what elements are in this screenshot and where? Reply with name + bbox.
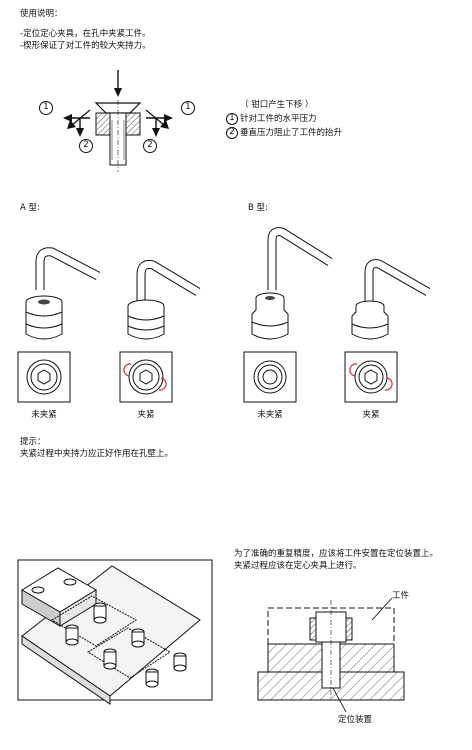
top-view-a-unclamped [17,351,71,403]
callout-1-left: 1 [43,102,49,112]
callout-2-right: 2 [147,140,153,150]
type-b-label: B 型: [248,203,268,213]
workpiece-label: 工件 [392,591,410,601]
top-view-b-unclamped [243,351,297,403]
positioning-line-1: 为了准确的重复精度，应该将工件安置在定位装置上。 [234,549,439,559]
clamp-b-clamped [351,300,389,340]
top-view-b-clamped [344,351,398,403]
type-a-label: A 型: [20,203,40,213]
hex-key-b-unclamped [267,227,333,290]
top-view-a-clamped [119,351,173,403]
note-title: （ 钳口产生下移 ） [240,100,314,110]
clamp-b-unclamped [251,292,289,340]
hint-text: 夹紧过程中夹持力应正好作用在孔壁上。 [20,449,174,459]
note-1-text: 针对工件的水平压力 [240,114,317,124]
note-2-text: 垂直压力阻止了工件的抬升 [240,128,343,138]
intro-line-1: -定位定心夹具，在孔中夹紧工件。 [20,29,151,39]
label-b-clamped: 夹紧 [362,410,380,420]
note-2-number: 2 [229,127,235,137]
label-b-unclamped: 未夹紧 [257,410,283,420]
hex-key-b-clamped [364,259,431,303]
positioning-device-label: 定位装置 [338,715,373,725]
intro-line-2: -楔形保证了对工件的较大夹持力。 [20,41,151,51]
intro-heading: 使用说明： [20,9,63,19]
label-a-unclamped: 未夹紧 [31,410,57,420]
hint-heading: 提示： [20,437,46,447]
clamp-a-clamped [127,299,165,340]
callout-1-right: 1 [185,102,191,112]
clamp-a-unclamped [25,295,63,340]
positioning-line-2: 夹紧过程应该在定心夹具上进行。 [234,561,362,571]
label-a-clamped: 夹紧 [137,410,155,420]
hex-key-a-clamped [136,260,201,303]
hex-key-a-unclamped [35,247,101,290]
callout-2-left: 2 [83,140,89,150]
note-1-number: 1 [229,113,235,123]
